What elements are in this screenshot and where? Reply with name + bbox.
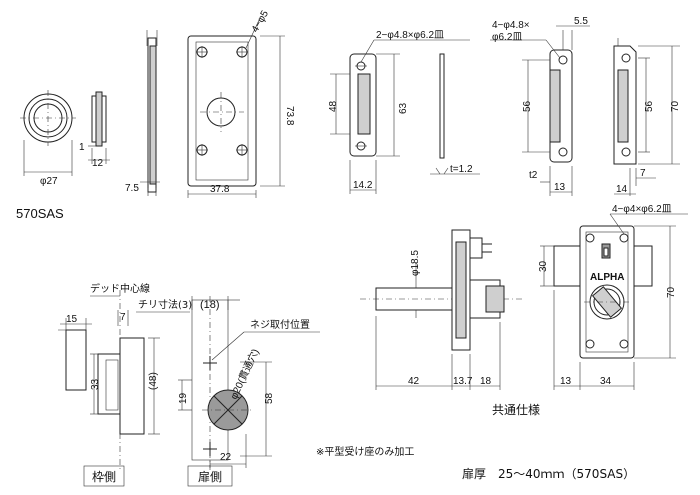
flat-holes-label: 4−φ5 bbox=[250, 8, 271, 34]
flat-strike-front: 4−φ5 73.8 37.8 bbox=[187, 8, 295, 198]
deadbolt-centerline-label: デッド中心線 bbox=[90, 282, 150, 295]
box-holes-label: 2−φ4.8×φ6.2皿 bbox=[376, 30, 444, 41]
dim-angle-h56b: 56 bbox=[644, 100, 655, 112]
dim-common-h70: 70 bbox=[666, 286, 677, 298]
bolt-side-view: 1 12 bbox=[79, 91, 110, 169]
dim-h63: 63 bbox=[398, 102, 409, 114]
mount-holes bbox=[196, 46, 248, 156]
door-side-label: 扉側 bbox=[198, 470, 222, 484]
cutout-callouts: デッド中心線 チリ寸法(3) (18) ネジ取付位置 bbox=[90, 282, 320, 361]
dim-rosette-dia: φ27 bbox=[40, 176, 58, 187]
bore-label: φ20(貫通穴) bbox=[227, 347, 262, 402]
dim-d19: 19 bbox=[178, 392, 189, 404]
dim-w13: 13 bbox=[554, 182, 566, 193]
flat-strike-side: 7.5 bbox=[125, 30, 160, 196]
dim-d12: 12 bbox=[92, 158, 104, 169]
angle-holes-label-1: 4−φ4.8× bbox=[492, 20, 530, 31]
frame-side-cutout: 15 7 33 (48) 枠側 bbox=[58, 290, 160, 487]
dim-d33: 33 bbox=[90, 378, 101, 390]
dim-angle-h56: 56 bbox=[522, 100, 533, 112]
brand-label: ALPHA bbox=[590, 272, 624, 283]
dim-angle-h70: 70 bbox=[670, 100, 681, 112]
box-strike-side: t=1.2 bbox=[430, 53, 480, 175]
rosette-view: φ27 bbox=[20, 90, 76, 187]
dim-w14: 14 bbox=[616, 184, 628, 195]
dim-h30: 30 bbox=[538, 260, 549, 272]
door-thickness-spec: 扉厚 25〜40ｍｍ（570SAS） bbox=[462, 467, 635, 481]
dim-w13b: 13 bbox=[560, 376, 572, 387]
dim-d7: 7 bbox=[120, 312, 126, 323]
dim-w13-7: 13.7 bbox=[453, 376, 473, 387]
dim-d15: 15 bbox=[66, 314, 78, 325]
lock-side-view: φ18.5 42 13.7 18 共通仕様 bbox=[360, 229, 540, 417]
dim-d1: 1 bbox=[79, 142, 85, 153]
dim-w37-8: 37.8 bbox=[210, 184, 230, 195]
angle-strike-side: 56 70 7 14 bbox=[613, 38, 681, 196]
angle-holes-label-2: φ6.2皿 bbox=[492, 32, 522, 43]
angle-strike-front: 4−φ4.8× φ6.2皿 5.5 56 t2 13 bbox=[490, 16, 590, 196]
dim-d5-5: 5.5 bbox=[574, 16, 588, 27]
model-label: 570SAS bbox=[16, 206, 64, 221]
common-holes-label: 4−φ4×φ6.2皿 bbox=[612, 204, 672, 215]
dim-common-dia: φ18.5 bbox=[410, 250, 421, 276]
dim-w7-5: 7.5 bbox=[125, 183, 139, 194]
processing-note: ※平型受け座のみ加工 bbox=[316, 445, 414, 458]
dim-d22: 22 bbox=[220, 452, 232, 463]
dim-w42: 42 bbox=[408, 376, 420, 387]
dim-w18: 18 bbox=[480, 376, 492, 387]
screw-position-label: ネジ取付位置 bbox=[250, 318, 310, 331]
dim-flat-height: 73.8 bbox=[284, 106, 295, 126]
dim-t2: t2 bbox=[529, 170, 538, 181]
dim-w14-2: 14.2 bbox=[353, 180, 373, 191]
box-strike-front: 2−φ4.8×φ6.2皿 48 63 14.2 bbox=[328, 30, 470, 194]
dim-w34: 34 bbox=[600, 376, 612, 387]
dim-d58: 58 bbox=[264, 392, 275, 404]
lock-front-view: ALPHA 4−φ4×φ6.2皿 30 70 13 34 bbox=[538, 204, 688, 390]
dim-w7: 7 bbox=[640, 168, 646, 179]
common-title: 共通仕様 bbox=[492, 403, 540, 417]
dim-d48: (48) bbox=[148, 372, 159, 390]
dim-d18: (18) bbox=[200, 299, 220, 311]
dim-h48: 48 bbox=[328, 100, 339, 112]
frame-side-label: 枠側 bbox=[92, 470, 116, 484]
backset-note: チリ寸法(3) bbox=[138, 298, 192, 311]
dim-t1-2: t=1.2 bbox=[450, 164, 473, 175]
